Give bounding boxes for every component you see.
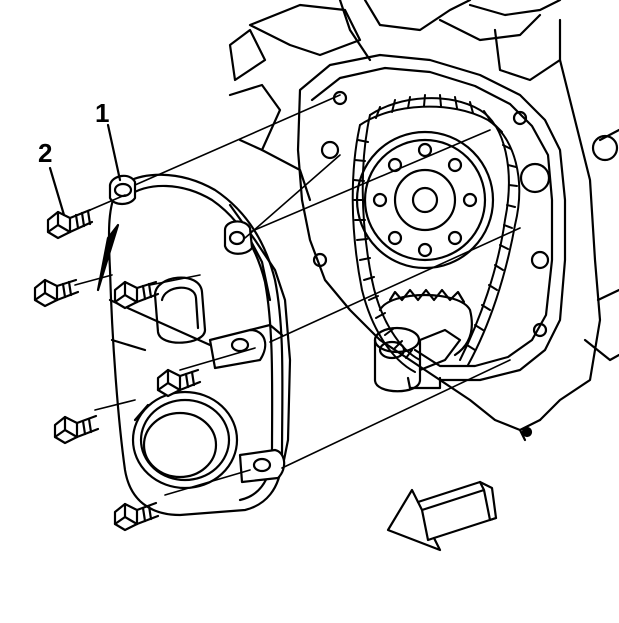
callout-2-leader [48, 166, 66, 217]
bolt-icon [113, 280, 160, 310]
bolt-icon [46, 208, 94, 240]
callout-label-1: 1 [95, 98, 110, 128]
callout-1-leader [106, 123, 122, 182]
crank-sprocket [373, 288, 473, 393]
bolt-icon [113, 501, 160, 532]
bolt-icon [33, 278, 80, 308]
alignment-lines [74, 94, 521, 496]
engine-block [228, 0, 619, 442]
bolt-icon [156, 368, 202, 398]
bolt-icon [53, 414, 100, 445]
front-direction-arrow-icon [386, 480, 498, 552]
cam-sprocket [355, 130, 495, 270]
front-plate [296, 53, 567, 382]
timing-chain [351, 94, 521, 373]
callout-label-2: 2 [38, 138, 53, 168]
timing-cover [96, 173, 292, 517]
